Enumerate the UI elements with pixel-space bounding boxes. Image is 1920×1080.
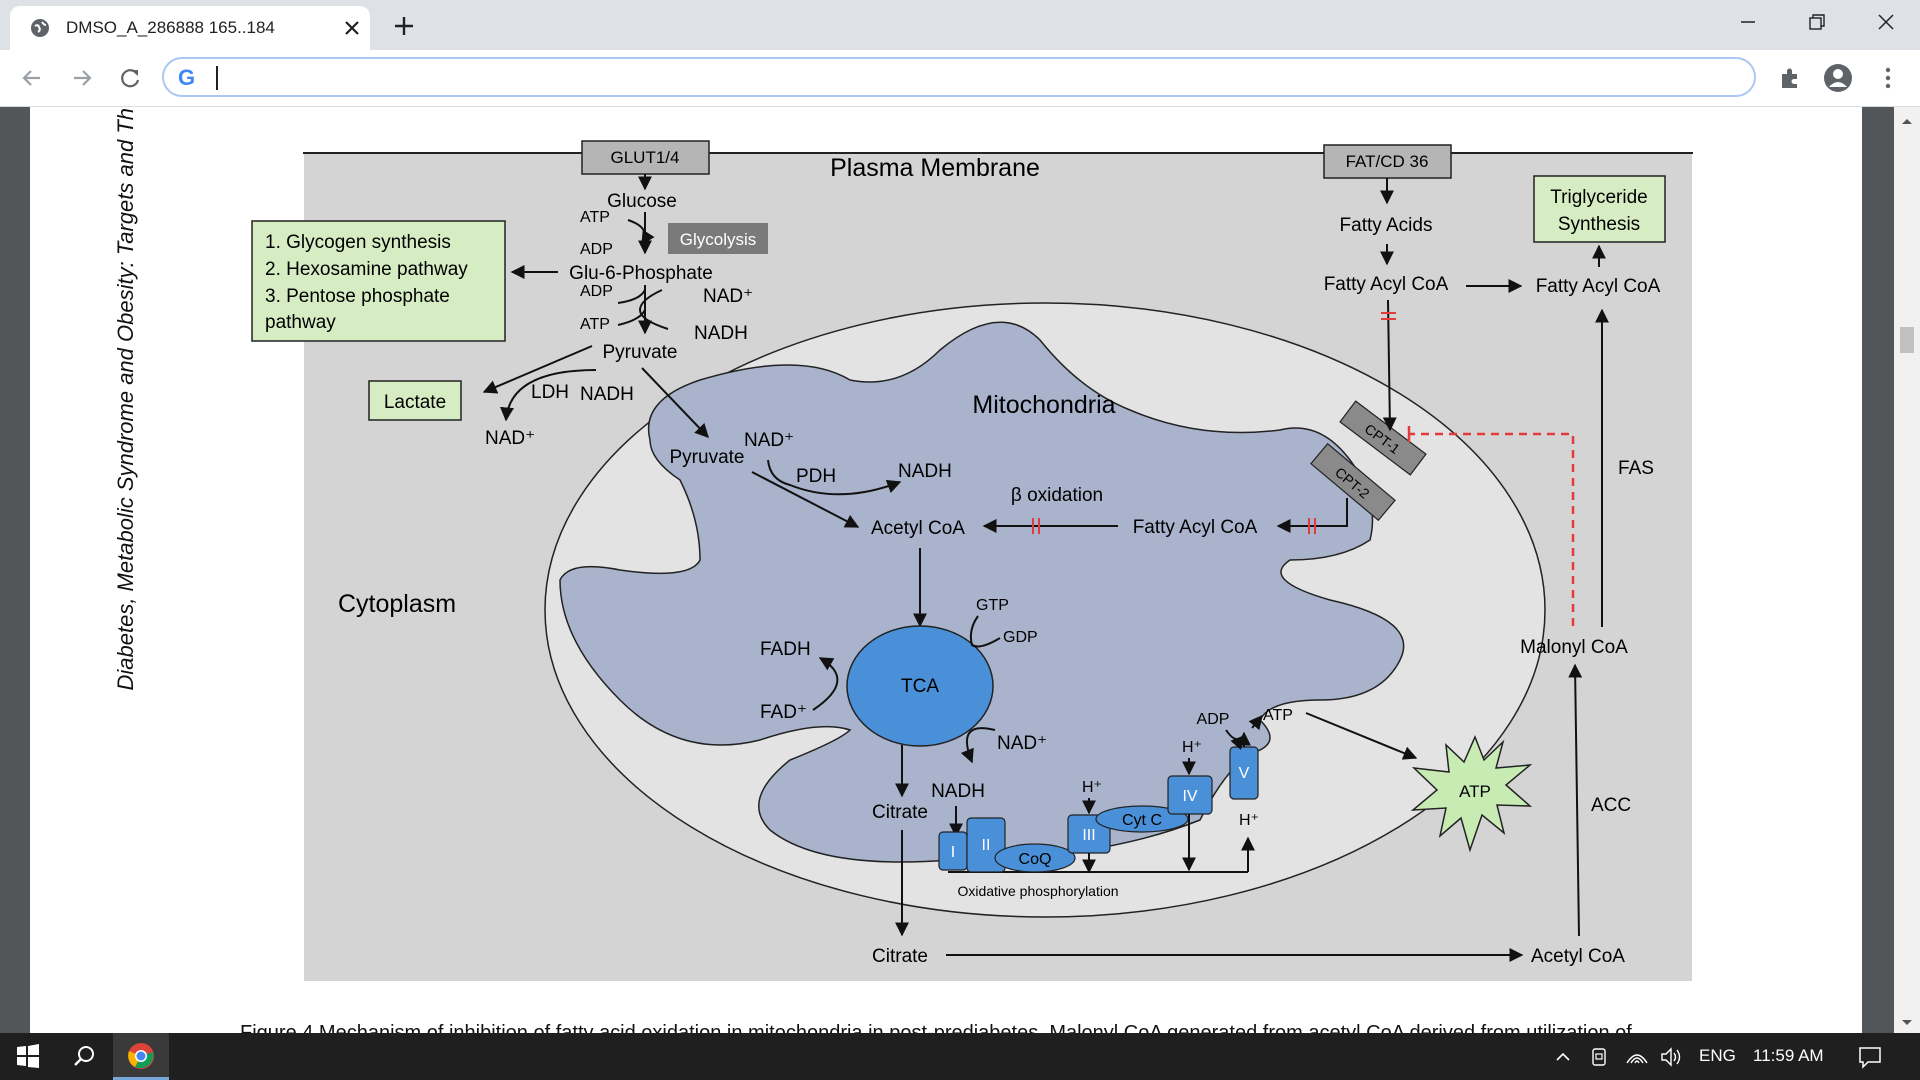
browser-toolbar: G xyxy=(0,50,1920,107)
windows-start-icon[interactable] xyxy=(0,1033,56,1080)
forward-arrow-icon[interactable] xyxy=(66,62,98,94)
tab-strip: DMSO_A_286888 165..184 xyxy=(0,0,1920,50)
extensions-puzzle-icon[interactable] xyxy=(1774,62,1806,94)
close-tab-icon[interactable] xyxy=(338,14,366,42)
chevron-up-icon[interactable] xyxy=(1551,1045,1575,1069)
profile-avatar-icon[interactable] xyxy=(1822,62,1854,94)
notifications-icon[interactable] xyxy=(1856,1043,1884,1071)
text-cursor xyxy=(216,66,218,90)
network-icon[interactable] xyxy=(1624,1045,1650,1069)
browser-tab[interactable]: DMSO_A_286888 165..184 xyxy=(10,6,370,50)
scroll-up-icon[interactable] xyxy=(1894,111,1920,131)
language-indicator[interactable]: ENG xyxy=(1699,1046,1736,1065)
chrome-icon xyxy=(128,1043,154,1069)
scroll-down-icon[interactable] xyxy=(1894,1013,1920,1033)
minimize-icon[interactable] xyxy=(1728,6,1768,38)
meet-now-icon[interactable] xyxy=(1588,1045,1612,1069)
scrollbar-thumb[interactable] xyxy=(1900,327,1914,353)
pdf-page xyxy=(30,107,1862,1033)
globe-icon xyxy=(31,19,49,37)
window-close-icon[interactable] xyxy=(1866,6,1906,38)
back-arrow-icon[interactable] xyxy=(16,62,48,94)
figure-caption: Figure 4 Mechanism of inhibition of fatt… xyxy=(240,1022,1632,1033)
clock[interactable]: 11:59 AM xyxy=(1753,1046,1824,1065)
reload-icon[interactable] xyxy=(114,62,146,94)
taskbar-chrome-button[interactable] xyxy=(113,1033,169,1080)
volume-icon[interactable] xyxy=(1659,1045,1685,1069)
pdf-viewer xyxy=(0,107,1920,1033)
restore-icon[interactable] xyxy=(1796,6,1836,38)
menu-kebab-icon[interactable] xyxy=(1872,62,1904,94)
google-g-icon: G xyxy=(178,65,196,90)
windows-taskbar: ENG 11:59 AM xyxy=(0,1033,1920,1080)
vertical-scrollbar[interactable] xyxy=(1894,107,1920,1033)
address-bar[interactable]: G xyxy=(162,57,1756,97)
new-tab-icon[interactable] xyxy=(388,10,420,42)
tab-title: DMSO_A_286888 165..184 xyxy=(66,18,275,37)
journal-side-title: Diabetes, Metabolic Syndrome and Obesity… xyxy=(113,108,138,691)
search-icon[interactable] xyxy=(56,1033,112,1080)
